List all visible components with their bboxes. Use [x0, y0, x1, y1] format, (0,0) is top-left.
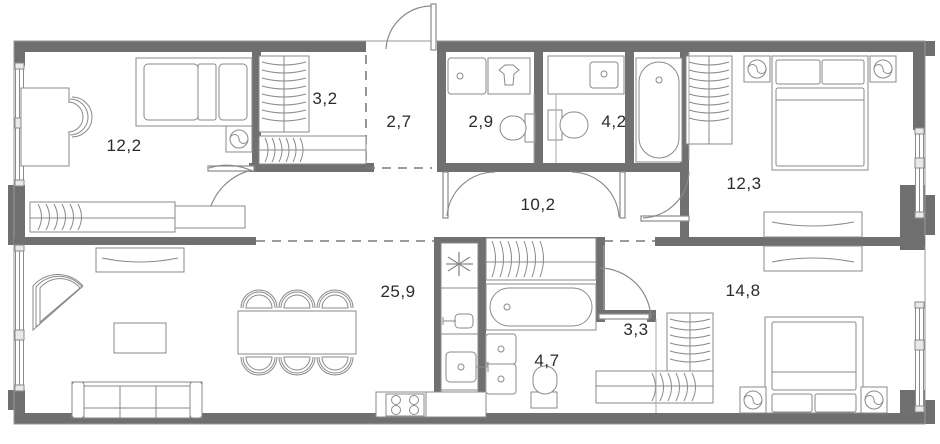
room-area-bathroom-second: 4,7	[534, 351, 560, 370]
hood-icon	[446, 252, 473, 276]
radiator	[29, 201, 176, 233]
double-bed	[771, 55, 869, 171]
furniture	[20, 55, 897, 419]
single-bed	[135, 57, 253, 127]
bathtub	[635, 57, 683, 163]
room-area-entry-hall: 2,7	[386, 112, 412, 131]
wardrobe	[666, 312, 714, 372]
wine-glass-icon	[442, 313, 474, 329]
tv-shelf	[95, 247, 185, 273]
dining-chair	[316, 356, 354, 376]
desk	[20, 87, 70, 167]
washbasin	[485, 333, 517, 395]
door-bedroom-123	[640, 171, 690, 222]
counter	[547, 55, 625, 95]
dining-chair	[316, 289, 354, 309]
dining-chair	[278, 289, 316, 309]
door-toilet	[442, 171, 496, 219]
dining-chair	[240, 356, 278, 376]
detail-lines	[485, 52, 690, 413]
room-area-bedroom-148: 14,8	[725, 281, 761, 300]
shelf	[763, 211, 863, 238]
shelf-top	[485, 237, 597, 281]
kitchen-sink	[445, 351, 489, 383]
wardrobe-hanging	[258, 135, 367, 165]
door-bedroom-small	[207, 164, 255, 213]
desk-chair	[67, 96, 93, 138]
window	[914, 127, 925, 219]
toilet	[499, 113, 536, 143]
nightstand	[869, 55, 897, 83]
toilet	[530, 365, 558, 409]
door-entrance	[385, 3, 437, 51]
doors	[207, 3, 690, 320]
laundry-basket	[487, 57, 531, 95]
nightstand	[743, 55, 771, 83]
room-area-bathroom-main: 4,2	[601, 112, 627, 131]
room-area-bedroom-123: 12,3	[726, 174, 762, 193]
washing-machine	[225, 125, 253, 153]
windows	[14, 62, 925, 413]
shelf	[763, 245, 863, 272]
window	[14, 244, 25, 392]
armchair	[32, 274, 84, 332]
window	[914, 301, 925, 413]
room-area-closet: 3,3	[623, 320, 649, 339]
radiator-ledge	[174, 205, 246, 229]
dining-table	[237, 310, 357, 355]
door-bathroom-second	[598, 267, 652, 320]
walls	[8, 41, 935, 424]
room-area-corridor: 10,2	[520, 195, 556, 214]
dining-chair	[278, 356, 316, 376]
dining-chair	[240, 289, 278, 309]
nightstand	[739, 386, 767, 414]
wardrobe-hanging	[595, 370, 714, 404]
coffee-table	[113, 322, 167, 354]
toilet	[547, 109, 589, 141]
room-area-wardrobe-hall: 3,2	[312, 89, 338, 108]
sink	[447, 57, 487, 95]
room-area-toilet: 2,9	[468, 112, 494, 131]
double-bed	[764, 316, 864, 414]
room-area-living-kitchen: 25,9	[380, 282, 416, 301]
sofa	[71, 381, 203, 419]
cooktop	[385, 393, 425, 417]
outer-frame	[13, 40, 926, 425]
wardrobe	[685, 55, 733, 145]
wardrobe	[258, 55, 310, 133]
door-bathroom-main	[571, 171, 626, 219]
nightstand	[860, 386, 888, 414]
bathtub	[485, 283, 597, 331]
room-area-bedroom-small: 12,2	[106, 136, 142, 155]
